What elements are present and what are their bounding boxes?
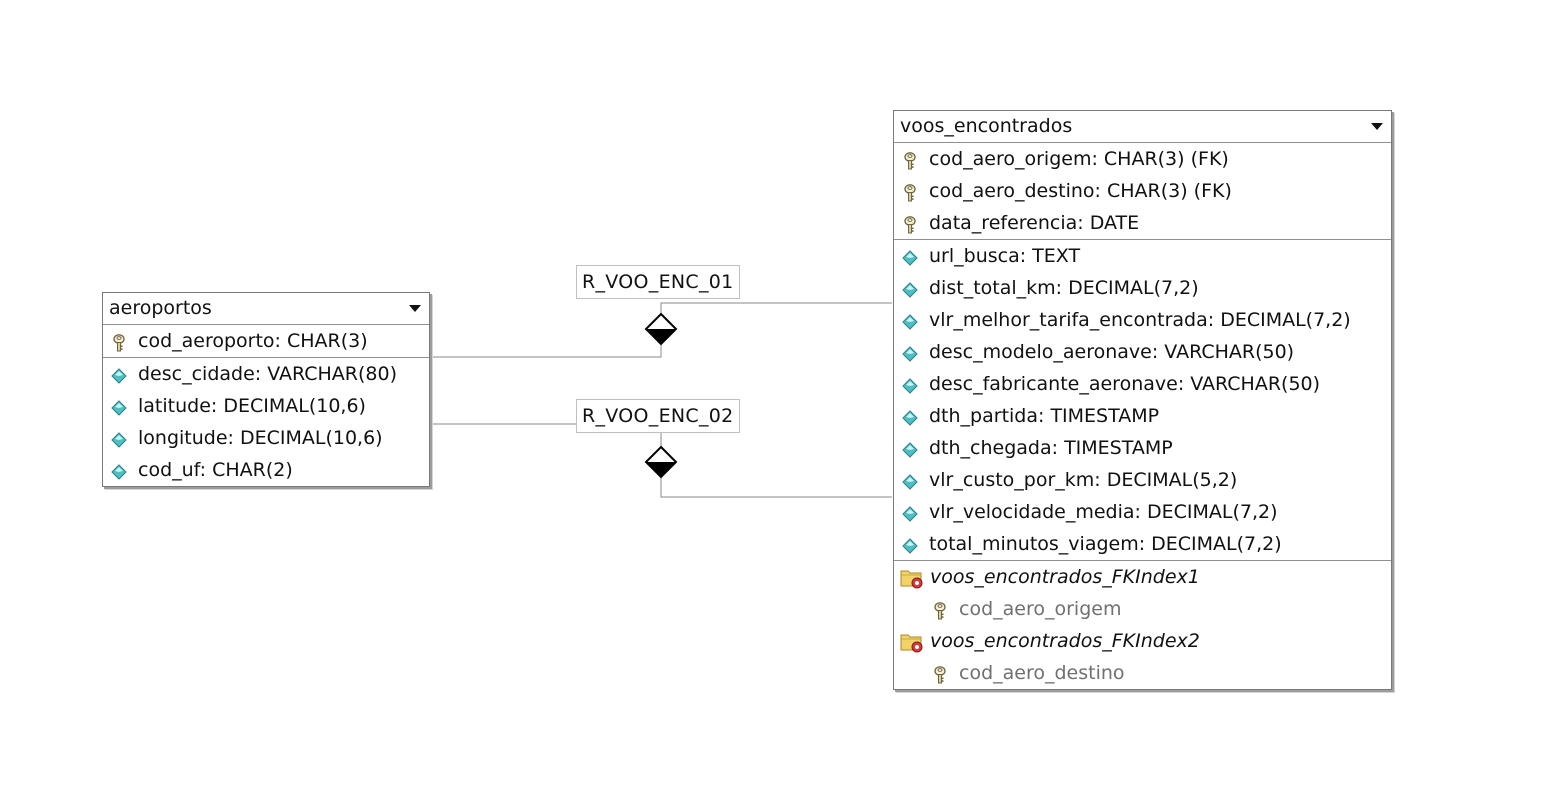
pk-column-row[interactable]: data_referencia: DATE	[894, 207, 1391, 239]
attributes-section: desc_cidade: VARCHAR(80) latitude: DECIMA…	[103, 358, 429, 486]
column-row[interactable]: url_busca: TEXT	[894, 240, 1391, 272]
indexes-section: voos_encontrados_FKIndex1 cod_aero_origem…	[894, 561, 1391, 689]
column-row[interactable]: longitude: DECIMAL(10,6)	[103, 422, 429, 454]
diamond-icon	[900, 470, 920, 490]
attributes-section: url_busca: TEXT dist_total_km: DECIMAL(7,…	[894, 240, 1391, 561]
index-column-label: cod_aero_origem	[959, 598, 1122, 620]
column-row[interactable]: desc_fabricante_aeronave: VARCHAR(50)	[894, 368, 1391, 400]
index-folder-icon	[900, 631, 924, 653]
column-label: longitude: DECIMAL(10,6)	[138, 427, 383, 449]
diamond-icon	[109, 460, 129, 480]
primary-key-section: cod_aeroporto: CHAR(3)	[103, 325, 429, 358]
column-row[interactable]: vlr_velocidade_media: DECIMAL(7,2)	[894, 496, 1391, 528]
relationship-label-r-voo-enc-02[interactable]: R_VOO_ENC_02	[576, 399, 740, 433]
column-label: vlr_melhor_tarifa_encontrada: DECIMAL(7,…	[929, 309, 1351, 331]
chevron-down-icon[interactable]	[1371, 123, 1383, 130]
column-label: total_minutos_viagem: DECIMAL(7,2)	[929, 533, 1282, 555]
index-column-label: cod_aero_destino	[959, 662, 1125, 684]
column-label: dth_partida: TIMESTAMP	[929, 405, 1160, 427]
column-label: latitude: DECIMAL(10,6)	[138, 395, 366, 417]
index-label: voos_encontrados_FKIndex1	[930, 566, 1200, 588]
primary-key-section: cod_aero_origem: CHAR(3) (FK) cod_aero_de…	[894, 143, 1391, 240]
diamond-icon	[900, 278, 920, 298]
diamond-icon	[109, 396, 129, 416]
index-label: voos_encontrados_FKIndex2	[930, 630, 1200, 652]
column-row[interactable]: total_minutos_viagem: DECIMAL(7,2)	[894, 528, 1391, 560]
column-label: cod_aero_origem: CHAR(3) (FK)	[929, 148, 1229, 170]
diamond-icon	[900, 406, 920, 426]
diamond-icon	[900, 374, 920, 394]
column-row[interactable]: dth_partida: TIMESTAMP	[894, 400, 1391, 432]
table-title: aeroportos	[109, 297, 212, 319]
table-title: voos_encontrados	[900, 115, 1073, 137]
diamond-icon	[900, 534, 920, 554]
index-column-row[interactable]: cod_aero_origem	[894, 593, 1391, 625]
column-row[interactable]: vlr_melhor_tarifa_encontrada: DECIMAL(7,…	[894, 304, 1391, 336]
diamond-icon	[900, 438, 920, 458]
column-row[interactable]: dth_chegada: TIMESTAMP	[894, 432, 1391, 464]
relationship-line-r-voo-enc-01[interactable]	[429, 302, 892, 358]
table-header[interactable]: aeroportos	[103, 293, 429, 325]
diamond-icon	[109, 428, 129, 448]
relationship-label-r-voo-enc-01[interactable]: R_VOO_ENC_01	[576, 265, 740, 299]
column-row[interactable]: vlr_custo_por_km: DECIMAL(5,2)	[894, 464, 1391, 496]
key-icon	[900, 213, 920, 234]
column-label: data_referencia: DATE	[929, 212, 1140, 234]
diamond-icon	[900, 342, 920, 362]
diamond-icon	[900, 310, 920, 330]
column-row[interactable]: desc_cidade: VARCHAR(80)	[103, 358, 429, 390]
key-icon	[900, 149, 920, 170]
key-icon	[109, 331, 129, 352]
diamond-icon	[900, 502, 920, 522]
column-row[interactable]: desc_modelo_aeronave: VARCHAR(50)	[894, 336, 1391, 368]
column-label: desc_cidade: VARCHAR(80)	[138, 363, 398, 385]
index-row[interactable]: voos_encontrados_FKIndex2	[894, 625, 1391, 657]
pk-column-row[interactable]: cod_aero_destino: CHAR(3) (FK)	[894, 175, 1391, 207]
chevron-down-icon[interactable]	[409, 305, 421, 312]
column-row[interactable]: latitude: DECIMAL(10,6)	[103, 390, 429, 422]
diamond-icon	[109, 364, 129, 384]
column-label: dist_total_km: DECIMAL(7,2)	[929, 277, 1199, 299]
column-label: cod_aeroporto: CHAR(3)	[138, 330, 368, 352]
column-row[interactable]: cod_uf: CHAR(2)	[103, 454, 429, 486]
column-label: cod_uf: CHAR(2)	[138, 459, 293, 481]
key-icon	[930, 599, 950, 620]
index-column-row[interactable]: cod_aero_destino	[894, 657, 1391, 689]
column-row[interactable]: dist_total_km: DECIMAL(7,2)	[894, 272, 1391, 304]
index-row[interactable]: voos_encontrados_FKIndex1	[894, 561, 1391, 593]
column-label: vlr_custo_por_km: DECIMAL(5,2)	[929, 469, 1238, 491]
table-header[interactable]: voos_encontrados	[894, 111, 1391, 143]
column-label: dth_chegada: TIMESTAMP	[929, 437, 1173, 459]
table-aeroportos[interactable]: aeroportos cod_aeroporto: CHAR(3) desc_c…	[102, 292, 430, 487]
column-label: vlr_velocidade_media: DECIMAL(7,2)	[929, 501, 1278, 523]
column-label: desc_fabricante_aeronave: VARCHAR(50)	[929, 373, 1321, 395]
column-label: url_busca: TEXT	[929, 245, 1081, 267]
column-label: cod_aero_destino: CHAR(3) (FK)	[929, 180, 1232, 202]
relationship-line-r-voo-enc-02[interactable]	[429, 423, 892, 498]
column-label: desc_modelo_aeronave: VARCHAR(50)	[929, 341, 1295, 363]
key-icon	[900, 181, 920, 202]
index-folder-icon	[900, 567, 924, 589]
pk-column-row[interactable]: cod_aero_origem: CHAR(3) (FK)	[894, 143, 1391, 175]
table-voos-encontrados[interactable]: voos_encontrados cod_aero_origem: CHAR(3…	[893, 110, 1392, 690]
diamond-icon	[900, 246, 920, 266]
key-icon	[930, 663, 950, 684]
pk-column-row[interactable]: cod_aeroporto: CHAR(3)	[103, 325, 429, 357]
